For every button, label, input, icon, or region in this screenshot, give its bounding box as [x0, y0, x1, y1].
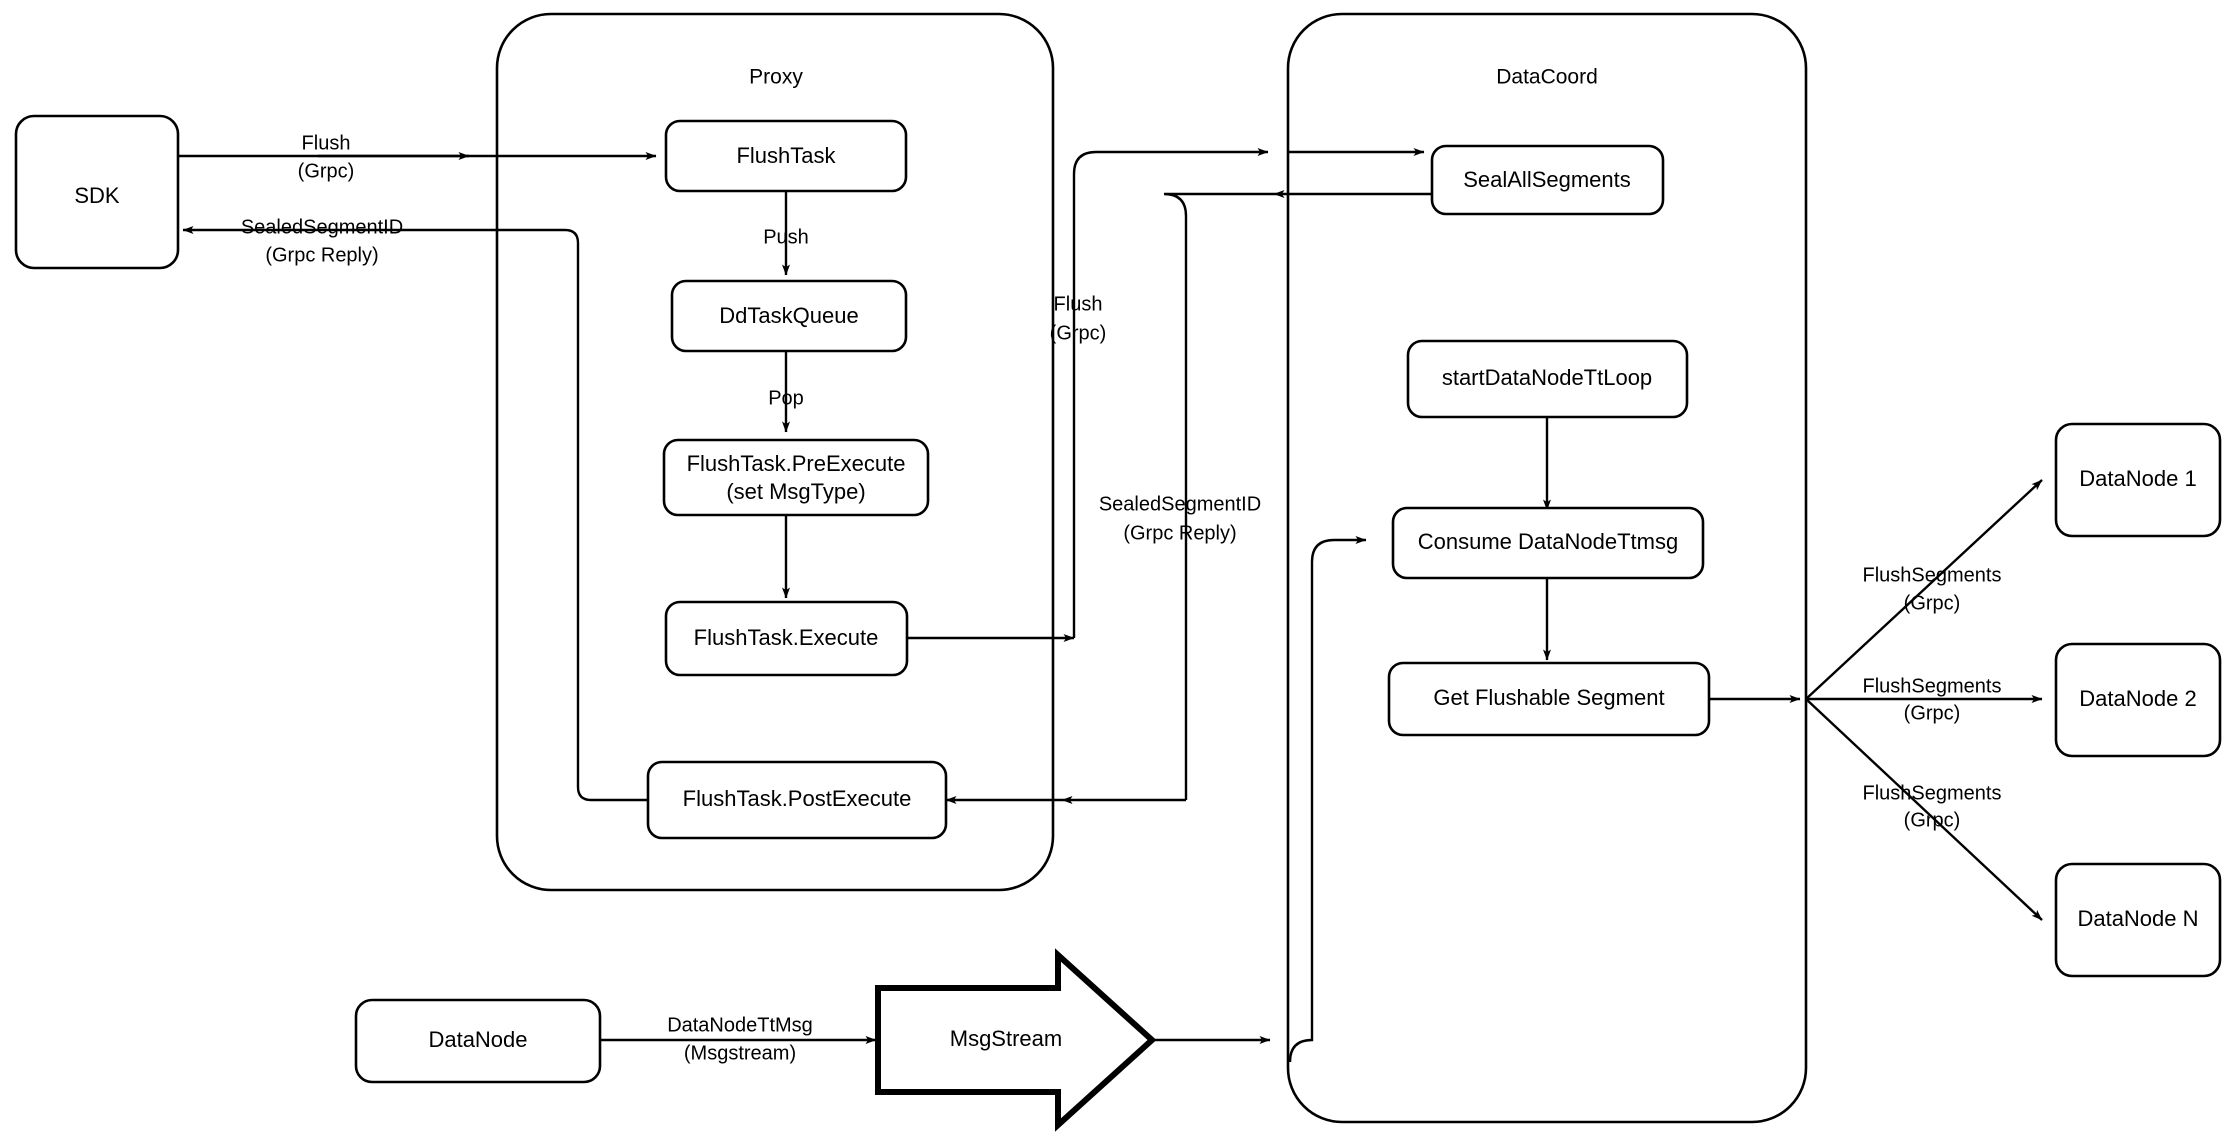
node-consume-datanodettmsg[interactable]: Consume DataNodeTtmsg [1391, 506, 1705, 580]
group-datacoord: DataCoord [1286, 12, 1808, 1124]
msgstream-label: MsgStream [950, 1026, 1062, 1051]
fs1-line2: (Grpc) [1904, 592, 1961, 614]
ttmsg-line1: DataNodeTtMsg [667, 1014, 813, 1036]
fs3-line1: FlushSegments [1863, 782, 2002, 804]
group-proxy: Proxy [495, 12, 1055, 892]
sdk-reply-line1: SealedSegmentID [241, 216, 403, 238]
startdatanodettloop-label: startDataNodeTtLoop [1442, 365, 1652, 390]
node-msgstream[interactable]: MsgStream [875, 948, 1157, 1132]
ddtaskqueue-box[interactable] [670, 279, 908, 353]
sdk-flush-line1: Flush [302, 132, 351, 154]
node-flushtask-postexecute[interactable]: FlushTask.PostExecute [646, 760, 948, 840]
label-sdk-flush: Flush (Grpc) [298, 132, 355, 182]
node-datanoden[interactable]: DataNode N [2054, 862, 2222, 978]
ttmsg-line2: (Msgstream) [684, 1042, 796, 1064]
fs2-line1: FlushSegments [1863, 675, 2002, 697]
edge-datacoord-boundary-down [1163, 192, 1274, 800]
preexecute-label-line2: (set MsgType) [726, 479, 865, 504]
label-flushsegments-1: FlushSegments (Grpc) [1863, 564, 2002, 614]
sdk-reply-line2: (Grpc Reply) [265, 244, 378, 266]
datanode1-label: DataNode 1 [2079, 466, 2196, 491]
node-startdatanodettloop[interactable]: startDataNodeTtLoop [1406, 339, 1689, 419]
label-sdk-reply: SealedSegmentID (Grpc Reply) [241, 216, 403, 266]
label-push: Push [763, 226, 809, 248]
startdatanodettloop-box[interactable] [1406, 339, 1689, 419]
getflushablesegment-label: Get Flushable Segment [1433, 685, 1664, 710]
datanode2-label: DataNode 2 [2079, 686, 2196, 711]
node-flushtask-execute[interactable]: FlushTask.Execute [664, 600, 909, 677]
edge-midline-to-datacoord-boundary [1072, 148, 1269, 638]
consume-datanodettmsg-label: Consume DataNodeTtmsg [1418, 529, 1678, 554]
dc-reply-line2: (Grpc Reply) [1123, 522, 1236, 544]
node-datanode-source[interactable]: DataNode [354, 998, 602, 1084]
edge-fanout-to-datanoden [1805, 698, 2043, 921]
proxy-title: Proxy [749, 66, 803, 89]
sealallsegments-label: SealAllSegments [1463, 167, 1631, 192]
datanode-source-box[interactable] [354, 998, 602, 1084]
consume-datanodettmsg-box[interactable] [1391, 506, 1705, 580]
label-datacoord-reply: SealedSegmentID (Grpc Reply) [1099, 493, 1261, 544]
flushtask-box[interactable] [664, 119, 908, 193]
datanoden-box[interactable] [2054, 862, 2222, 978]
dc-flush-line1: Flush [1054, 293, 1103, 315]
node-sdk[interactable]: SDK [14, 114, 180, 270]
dc-flush-line2: (Grpc) [1050, 322, 1107, 344]
datacoord-container [1286, 12, 1808, 1124]
preexecute-label-line1: FlushTask.PreExecute [687, 451, 906, 476]
postexecute-label: FlushTask.PostExecute [683, 786, 912, 811]
flushtask-label: FlushTask [736, 143, 836, 168]
node-getflushablesegment[interactable]: Get Flushable Segment [1387, 661, 1711, 737]
label-datacoord-flush: Flush (Grpc) [1050, 293, 1107, 344]
datanode1-box[interactable] [2054, 422, 2222, 538]
node-datanode2[interactable]: DataNode 2 [2054, 642, 2222, 758]
dc-reply-line1: SealedSegmentID [1099, 493, 1261, 515]
label-flushsegments-3: FlushSegments (Grpc) [1863, 782, 2002, 831]
getflushablesegment-box[interactable] [1387, 661, 1711, 737]
postexecute-box[interactable] [646, 760, 948, 840]
proxy-container [495, 12, 1055, 892]
edge-fanout-to-datanode1 [1805, 479, 2043, 700]
label-pop: Pop [768, 387, 804, 409]
sdk-flush-line2: (Grpc) [298, 160, 355, 182]
ddtaskqueue-label: DdTaskQueue [719, 303, 858, 328]
node-ddtaskqueue[interactable]: DdTaskQueue [670, 279, 908, 353]
node-sealallsegments[interactable]: SealAllSegments [1430, 144, 1665, 216]
datanode2-box[interactable] [2054, 642, 2222, 758]
datanoden-label: DataNode N [2077, 906, 2198, 931]
sealallsegments-box[interactable] [1430, 144, 1665, 216]
node-datanode1[interactable]: DataNode 1 [2054, 422, 2222, 538]
msgstream-arrow-shape[interactable] [875, 948, 1157, 1132]
edge-postexecute-to-sdk [182, 226, 648, 802]
sdk-box[interactable] [14, 114, 180, 270]
node-flushtask-preexecute[interactable]: FlushTask.PreExecute (set MsgType) [662, 438, 930, 517]
fs3-line2: (Grpc) [1904, 809, 1961, 831]
execute-box[interactable] [664, 600, 909, 677]
execute-label: FlushTask.Execute [694, 625, 879, 650]
preexecute-box[interactable] [662, 438, 930, 517]
datacoord-title: DataCoord [1496, 66, 1598, 89]
fs2-line2: (Grpc) [1904, 702, 1961, 724]
sdk-label: SDK [74, 183, 120, 208]
node-flushtask[interactable]: FlushTask [664, 119, 908, 193]
label-flushsegments-2: FlushSegments (Grpc) [1863, 675, 2002, 724]
edge-datacoord-boundary-to-consume [1288, 536, 1367, 1063]
label-datanodettmsg: DataNodeTtMsg (Msgstream) [667, 1014, 813, 1064]
datanode-source-label: DataNode [428, 1027, 527, 1052]
fs1-line1: FlushSegments [1863, 564, 2002, 586]
